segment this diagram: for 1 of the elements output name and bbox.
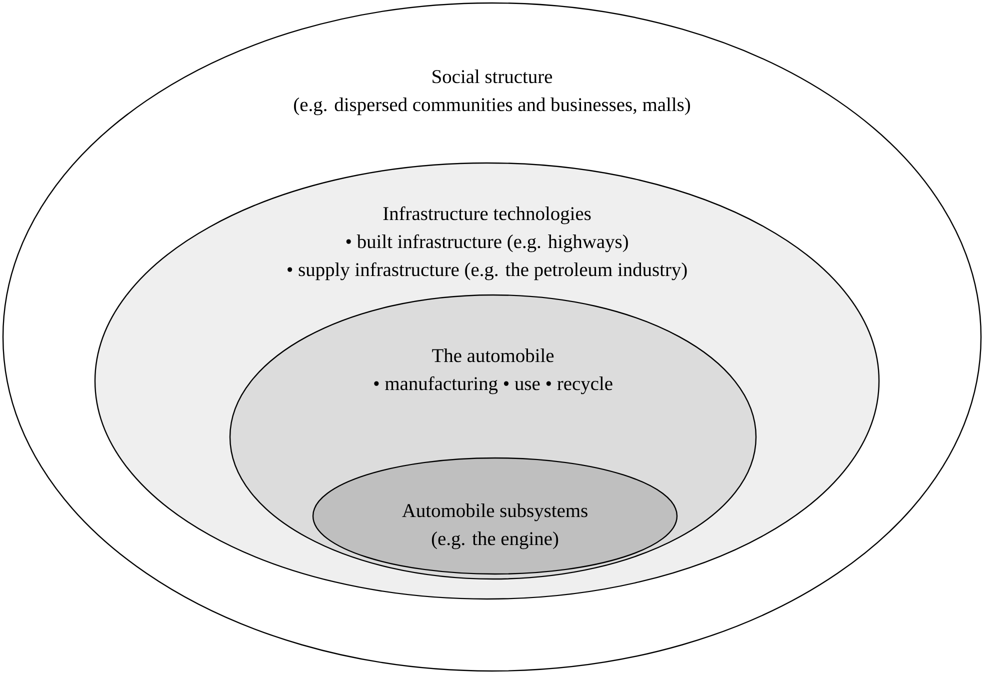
ellipse-region: Automobile subsystems (e.g. the engine) xyxy=(312,457,678,575)
